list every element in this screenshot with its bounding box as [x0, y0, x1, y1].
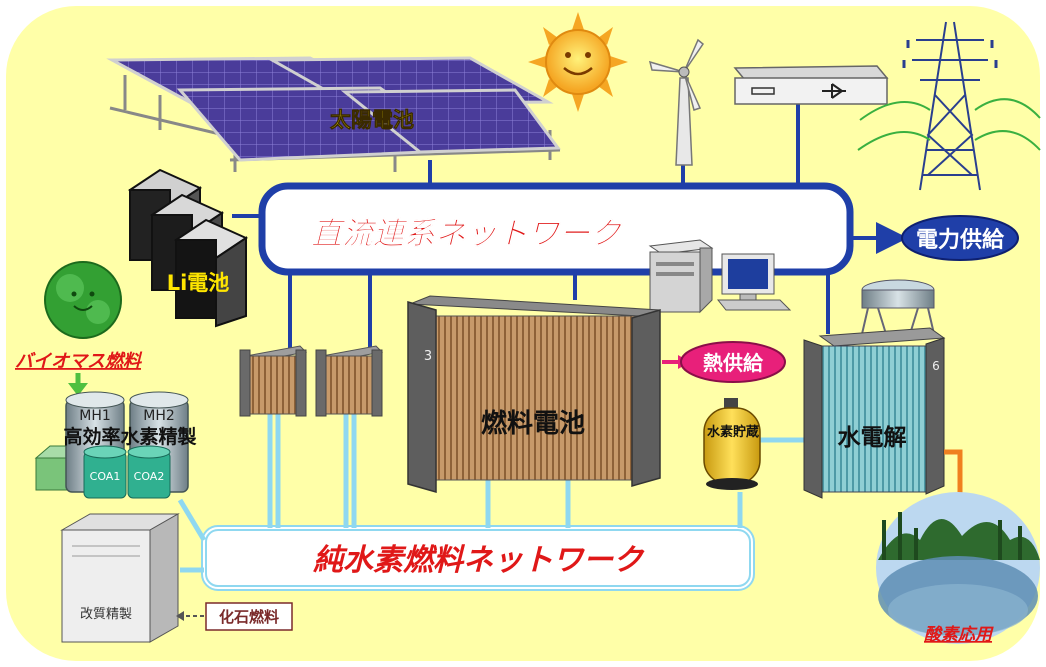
fossil-arrowhead	[176, 611, 184, 621]
coa2-label: COA2	[134, 470, 165, 483]
electrolyzer-tag: 6	[932, 359, 940, 373]
heat-supply-label: 熱供給	[703, 351, 764, 375]
power-converter-icon	[733, 65, 889, 105]
hydrogen-storage-label: 水素貯蔵	[707, 424, 759, 440]
oxygen-application-label: 酸素応用	[924, 625, 994, 645]
sun-icon	[528, 12, 628, 112]
li-battery-label: Li電池	[167, 271, 230, 295]
mh2-label: MH2	[143, 408, 175, 424]
reformer-unit: 改質精製	[60, 513, 180, 643]
hydrogen-purifier: MH1 MH2 高効率水素精製 COA1 COA2	[34, 391, 197, 499]
lake-scene-image	[876, 492, 1040, 644]
small-fuel-cell-stack-2	[315, 345, 384, 417]
h2-network: 純水素燃料ネットワーク	[177, 412, 808, 591]
solar-label: 太陽電池	[330, 108, 414, 132]
fuel-cell-stack: 3 燃料電池	[407, 295, 661, 493]
wind-turbine-icon	[648, 38, 705, 166]
small-fuel-cell-stack-1	[239, 345, 308, 417]
control-computer-icon	[648, 239, 792, 314]
biomass-tree-icon	[44, 261, 122, 339]
fossil-fuel-label: 化石燃料	[219, 608, 279, 626]
hydrogen-storage-tank: 水素貯蔵	[703, 398, 761, 490]
reformer-label: 改質精製	[80, 607, 132, 622]
coa1-label: COA1	[90, 470, 121, 483]
electrolyzer-stack: 6 水電解	[803, 327, 946, 499]
electrolyzer-label: 水電解	[838, 424, 907, 451]
solar-panel-array: 太陽電池	[106, 56, 561, 172]
transmission-tower-icon	[857, 21, 1041, 191]
fuel-cell-label: 燃料電池	[481, 409, 585, 439]
water-tank-icon	[861, 279, 935, 335]
fossil-fuel-box	[205, 602, 293, 631]
mh1-label: MH1	[79, 408, 111, 424]
power-supply-label: 電力供給	[916, 227, 1005, 253]
purifier-label: 高効率水素精製	[63, 425, 196, 448]
biomass-arrowhead	[68, 383, 88, 396]
power-supply-output: 電力供給	[901, 215, 1019, 261]
fuel-cell-tag: 3	[424, 349, 432, 364]
heat-supply-output: 熱供給	[680, 341, 786, 383]
h2-network-label: 純水素燃料ネットワーク	[313, 543, 645, 578]
dc-network-label: 直流連系ネットワーク	[311, 216, 623, 252]
biomass-fuel-label: バイオマス燃料	[15, 351, 143, 372]
li-battery-icon: Li電池	[127, 168, 249, 328]
